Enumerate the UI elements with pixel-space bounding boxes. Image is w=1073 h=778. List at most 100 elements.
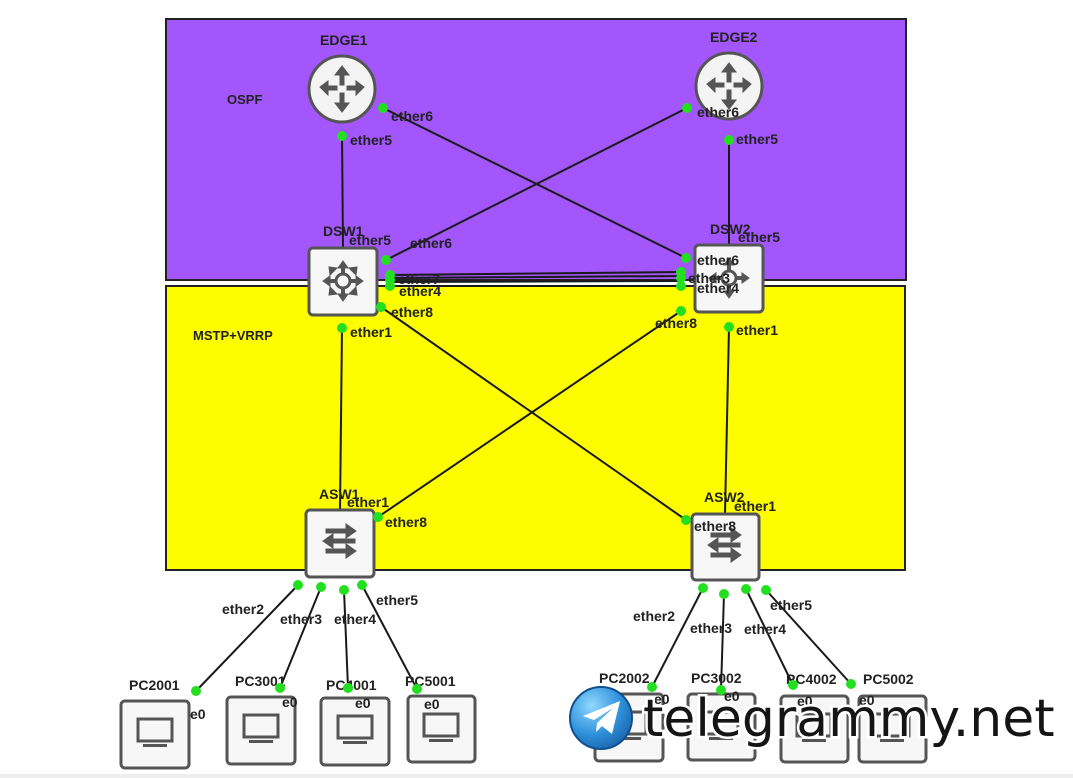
link-dsw-trunk-1 (389, 271, 682, 276)
link-asw1-pc4001 (343, 589, 349, 689)
asw2-ether1-label: ether1 (734, 498, 776, 514)
pc2001-label: PC2001 (129, 677, 180, 693)
pc2001[interactable] (119, 699, 191, 770)
port-dot (676, 281, 686, 291)
link-edge1-dsw2 (382, 107, 687, 259)
pc2001-e0-label: e0 (190, 706, 206, 722)
port-dot (724, 322, 734, 332)
port-dot (788, 680, 798, 690)
asw2-ether8-label: ether8 (694, 518, 736, 534)
link-asw2-pc5002 (765, 589, 852, 685)
computer-icon (873, 712, 911, 742)
port-dot (191, 686, 201, 696)
port-dot (373, 512, 383, 522)
dsw1-ether1-label: ether1 (350, 324, 392, 340)
port-dot (681, 515, 691, 525)
pc3002-label: PC3002 (691, 670, 742, 686)
port-dot (337, 323, 347, 333)
edge1-router[interactable] (307, 54, 377, 124)
port-dot (376, 302, 386, 312)
edge1-ether6-label: ether6 (391, 108, 433, 124)
pc3002[interactable] (686, 692, 757, 762)
edge2-label: EDGE2 (710, 29, 758, 45)
link-asw1-pc3001 (279, 586, 322, 689)
computer-icon (422, 712, 460, 742)
dsw1-ether5-label: ether5 (349, 232, 391, 248)
port-dot (676, 273, 686, 283)
pc3001[interactable] (225, 695, 297, 766)
pc3001-e0-label: e0 (282, 694, 298, 710)
port-dot (682, 103, 692, 113)
mstp-vrrp-zone (165, 285, 906, 571)
link-asw2-pc4002 (745, 588, 794, 686)
asw2-ether4-label: ether4 (744, 621, 786, 637)
pc5002-e0-label: e0 (859, 692, 875, 708)
asw2-ether2-label: ether2 (633, 608, 675, 624)
pc2002-label: PC2002 (599, 670, 650, 686)
asw2-ether5-label: ether5 (770, 597, 812, 613)
edge2-ether6-label: ether6 (697, 104, 739, 120)
pc4002[interactable] (779, 694, 850, 764)
pc5001[interactable] (406, 694, 477, 764)
port-dot (719, 589, 729, 599)
ospf-zone-label: OSPF (227, 92, 262, 107)
port-dot (385, 281, 395, 291)
link-asw1-pc5001 (361, 584, 418, 690)
port-dot (357, 580, 367, 590)
pc4002-label: PC4002 (786, 671, 837, 687)
pc4002-e0-label: e0 (797, 693, 813, 709)
port-dot (681, 253, 691, 263)
link-edge2-dsw1 (385, 107, 688, 261)
dsw2-ether6-label: ether6 (697, 252, 739, 268)
switch-icon (707, 527, 742, 563)
pc5002[interactable] (857, 694, 928, 764)
link-dsw1-asw1 (339, 327, 343, 513)
dsw2-ether5-label: ether5 (738, 229, 780, 245)
mstp-vrrp-zone-label: MSTP+VRRP (193, 328, 273, 343)
asw1-ether1-label: ether1 (347, 494, 389, 510)
asw1-ether5-label: ether5 (376, 592, 418, 608)
asw2-switch[interactable] (690, 512, 761, 582)
bottom-strip (0, 774, 1073, 778)
pc4001[interactable] (319, 696, 391, 767)
port-dot (724, 135, 734, 145)
link-dsw2-asw1 (377, 310, 682, 518)
computer-icon (136, 717, 174, 747)
switch-icon (322, 523, 357, 559)
link-asw2-pc2002 (651, 587, 704, 688)
port-dot (378, 103, 388, 113)
port-dot (761, 585, 771, 595)
asw2-ether3-label: ether3 (690, 620, 732, 636)
dsw1-ether8-label: ether8 (391, 304, 433, 320)
port-dot (676, 306, 686, 316)
pc4001-e0-label: e0 (355, 695, 371, 711)
link-dsw-trunk-3 (389, 280, 682, 283)
port-dot (343, 683, 353, 693)
dsw2-switch[interactable] (693, 243, 765, 314)
port-dot (647, 682, 657, 692)
dsw1-label: DSW1 (323, 223, 364, 239)
asw1-switch[interactable] (304, 508, 376, 579)
dsw2-ether3-label: ether3 (688, 270, 730, 286)
port-dot (339, 585, 349, 595)
router-icon (706, 62, 752, 110)
port-dots (191, 103, 856, 696)
pc5002-label: PC5002 (863, 671, 914, 687)
link-asw1-pc2001 (195, 584, 299, 692)
watermark-text: telegrammy.net (643, 689, 1055, 749)
dsw1-switch[interactable] (307, 246, 379, 317)
port-dot (698, 583, 708, 593)
ospf-zone (165, 18, 907, 281)
multilayer-switch-icon (708, 257, 750, 299)
computer-icon (795, 712, 833, 742)
asw2-label: ASW2 (704, 489, 745, 505)
link-dsw-trunk-2 (389, 275, 682, 279)
links (195, 107, 852, 692)
edge2-router[interactable] (694, 51, 764, 121)
computer-icon (242, 713, 280, 743)
port-dot (716, 685, 726, 695)
asw1-ether2-label: ether2 (222, 601, 264, 617)
port-dot (741, 584, 751, 594)
dsw2-label: DSW2 (710, 221, 751, 237)
